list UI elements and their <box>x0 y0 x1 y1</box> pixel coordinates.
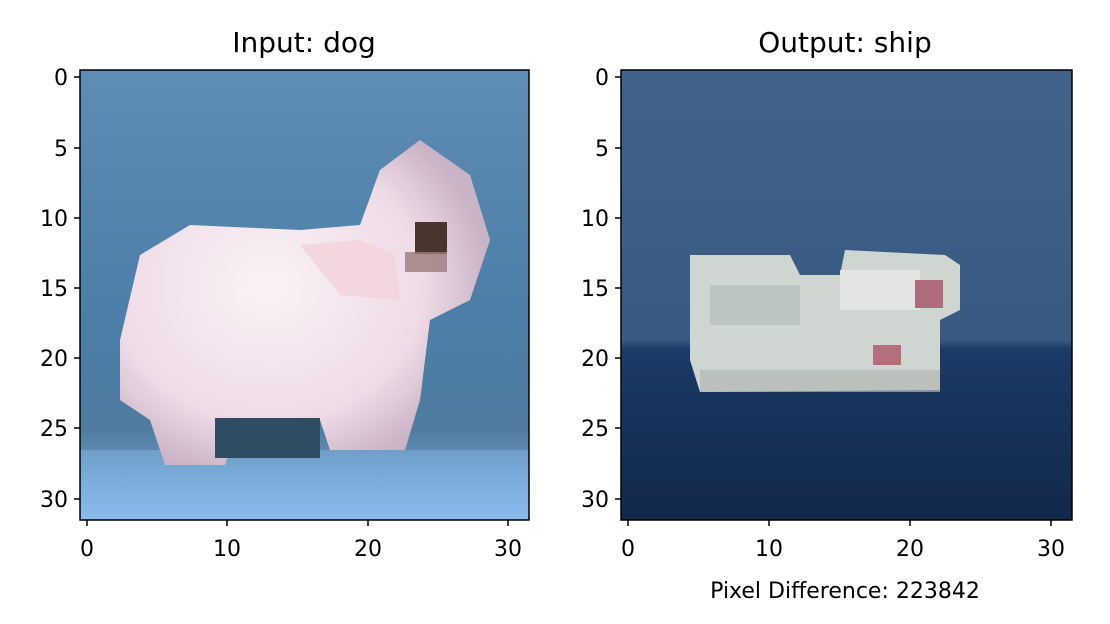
input-ytick-5: 5 <box>54 137 68 162</box>
ship-accent-bottom <box>873 345 901 365</box>
output-frame <box>620 69 1073 521</box>
ship-accent-top <box>915 280 943 308</box>
input-xtick-20: 20 <box>354 537 382 562</box>
input-floor <box>80 450 529 520</box>
output-ytick-30: 30 <box>581 488 609 513</box>
panel-input: Input: dog <box>40 26 530 562</box>
output-x-axis: 0 10 20 30 <box>621 520 1065 562</box>
panel-output: Output: ship <box>581 26 1073 604</box>
input-xtick-0: 0 <box>80 537 94 562</box>
output-image <box>620 69 1073 521</box>
input-xtick-30: 30 <box>494 537 522 562</box>
dog-eye <box>415 222 447 254</box>
ship-hull <box>700 370 940 392</box>
input-ytick-15: 15 <box>40 277 68 302</box>
dog-head-tint <box>300 240 400 300</box>
input-y-axis: 0 5 10 15 20 25 30 <box>40 66 80 513</box>
output-ytick-15: 15 <box>581 277 609 302</box>
output-y-axis: 0 5 10 15 20 25 30 <box>581 66 621 513</box>
output-xtick-10: 10 <box>755 537 783 562</box>
output-xtick-30: 30 <box>1037 537 1065 562</box>
ship-panel-right <box>840 270 920 310</box>
input-ytick-25: 25 <box>40 417 68 442</box>
input-frame <box>79 69 530 521</box>
dog-shape <box>120 140 490 465</box>
input-xtick-10: 10 <box>213 537 241 562</box>
output-ytick-5: 5 <box>595 137 609 162</box>
input-image <box>79 69 530 521</box>
dog-nose <box>405 252 447 272</box>
output-xtick-0: 0 <box>621 537 635 562</box>
output-ytick-25: 25 <box>581 417 609 442</box>
input-ytick-30: 30 <box>40 488 68 513</box>
output-xtick-20: 20 <box>896 537 924 562</box>
output-ytick-0: 0 <box>595 66 609 91</box>
panel-input-title: Input: dog <box>232 26 376 59</box>
output-ytick-20: 20 <box>581 347 609 372</box>
output-ytick-10: 10 <box>581 207 609 232</box>
input-ytick-0: 0 <box>54 66 68 91</box>
input-ytick-10: 10 <box>40 207 68 232</box>
panel-output-title: Output: ship <box>758 26 931 59</box>
ship-panel-left <box>710 285 800 325</box>
input-ytick-20: 20 <box>40 347 68 372</box>
input-x-axis: 0 10 20 30 <box>80 520 522 562</box>
pixel-difference-caption: Pixel Difference: 223842 <box>710 579 980 604</box>
dog-shadow <box>215 418 320 458</box>
